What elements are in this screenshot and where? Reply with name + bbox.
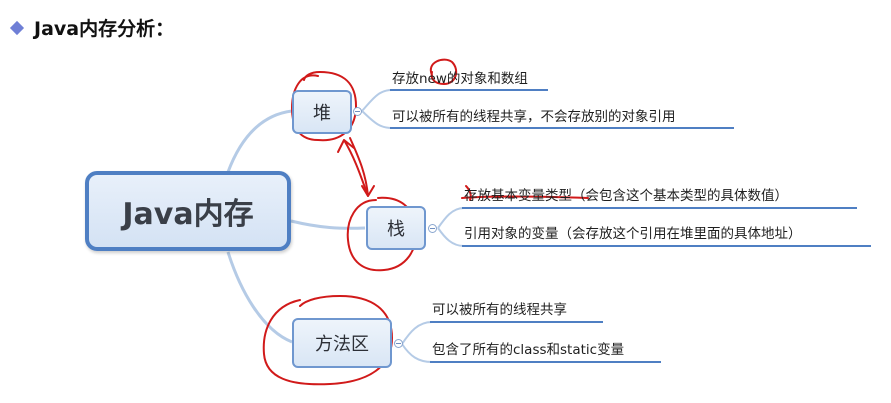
section-heading: Java内存分析： [8,14,174,41]
node-stack-label: 栈 [387,219,405,240]
node-heap-label: 堆 [313,103,331,124]
leaf-method-1: 可以被所有的线程共享 [432,302,567,318]
root-node-java-memory: Java内存 [85,171,291,251]
leaf-heap-1: 存放new的对象和数组 [392,71,528,87]
heading-text: Java内存分析： [34,18,175,40]
annotation-underline-type [461,195,589,199]
node-stack: 栈 [366,206,426,250]
link-root-stack [290,219,366,230]
red-annotations [262,58,589,386]
annotation-mark-store [465,185,472,201]
node-method-area-label: 方法区 [315,334,369,355]
root-label: Java内存 [122,197,254,232]
link-root-heap [226,109,293,173]
collapse-toggle-stack-icon[interactable] [428,224,437,233]
annotation-circle-method [262,294,394,386]
link-root-method [226,251,293,344]
annotation-arrow-down [349,137,375,197]
leaf-stack-1: 存放基本变量类型（会包含这个基本类型的具体数值） [464,188,788,204]
collapse-toggle-heap-icon[interactable] [353,107,362,116]
node-method-area: 方法区 [292,318,392,368]
collapse-toggle-method-area-icon[interactable] [394,339,403,348]
leaf-method-2: 包含了所有的class和static变量 [432,342,625,358]
annotation-circle-new [429,58,458,86]
leaf-stack-2: 引用对象的变量（会存放这个引用在堆里面的具体地址） [464,226,802,242]
node-heap: 堆 [292,90,352,134]
leaf-heap-2: 可以被所有的线程共享，不会存放别的对象引用 [392,109,676,125]
